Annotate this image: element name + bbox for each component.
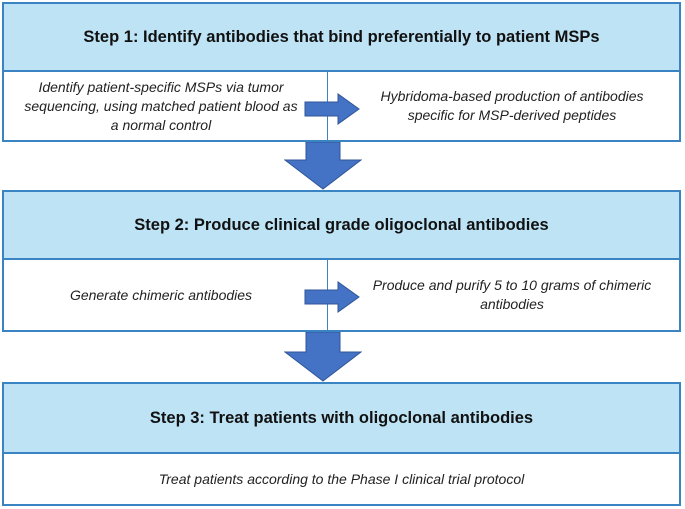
- step-2-left-text: Generate chimeric antibodies: [69, 286, 253, 303]
- down-arrow-icon: [284, 332, 362, 382]
- step-1-body: Identify patient-specific MSPs via tumor…: [2, 72, 681, 142]
- down-arrow-icon: [284, 142, 362, 190]
- step-1-right-text: Hybridoma-based production of antibodies…: [380, 88, 644, 123]
- step-3-body: Treat patients according to the Phase I …: [2, 454, 681, 506]
- right-arrow-icon: [304, 93, 360, 125]
- step-3-title: Step 3: Treat patients with oligoclonal …: [149, 408, 534, 427]
- step-2-right-text: Produce and purify 5 to 10 grams of chim…: [372, 277, 652, 312]
- step-2-title: Step 2: Produce clinical grade oligoclon…: [134, 215, 549, 234]
- step-1-header: Step 1: Identify antibodies that bind pr…: [2, 2, 681, 72]
- step-2-header: Step 2: Produce clinical grade oligoclon…: [2, 190, 681, 260]
- step-1-left-text: Identify patient-specific MSPs via tumor…: [24, 78, 298, 133]
- step-1-title: Step 1: Identify antibodies that bind pr…: [83, 27, 600, 46]
- step-3-text: Treat patients according to the Phase I …: [158, 470, 525, 487]
- step-3-header: Step 3: Treat patients with oligoclonal …: [2, 382, 681, 454]
- step-2-body: Generate chimeric antibodies Produce and…: [2, 260, 681, 332]
- right-arrow-icon: [304, 281, 360, 313]
